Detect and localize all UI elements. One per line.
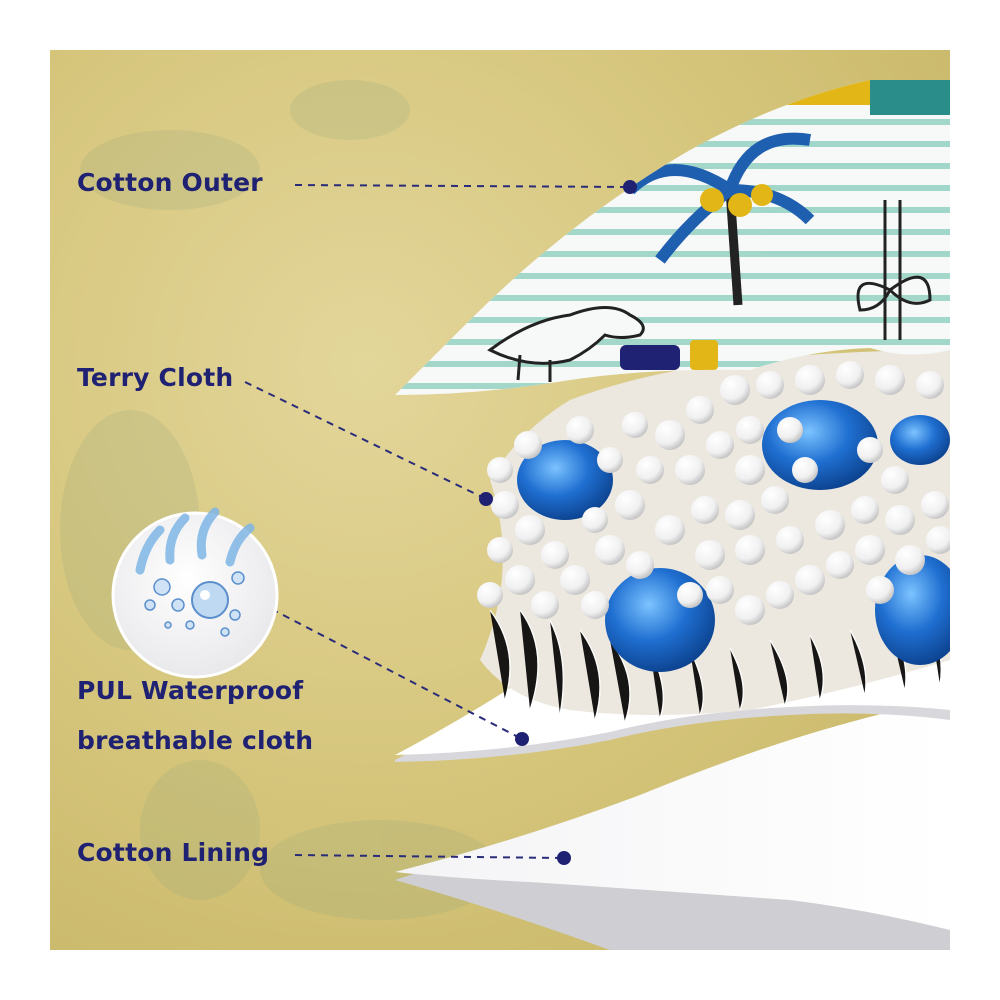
terry-cloth-marker [479,492,493,506]
product-illustration: Cotton Outer Terry Cloth PUL Waterproof … [50,50,950,950]
label-pul-line2: breathable cloth [77,726,314,755]
background-pattern [60,80,500,920]
dinosaur-print [487,306,645,382]
absorbent-gel [517,440,613,520]
label-cotton-outer: Cotton Outer [77,168,263,197]
label-pul-line1: PUL Waterproof [77,676,304,705]
cotton-lining-marker [557,851,571,865]
water-droplet-icon [111,507,279,679]
label-terry-cloth: Terry Cloth [77,363,234,392]
windmill-print [856,200,932,340]
absorbent-gel [890,415,950,465]
palm-tree-print [625,132,815,306]
terry-beads [477,361,950,625]
cotton-lining-layer [395,700,950,930]
layers-artwork [50,50,950,950]
leader-lines [244,184,629,859]
absorbent-gel [605,568,715,672]
cotton-outer-marker [623,180,637,194]
label-cotton-lining: Cotton Lining [77,838,270,867]
pul-marker [515,732,529,746]
absorbent-gel [875,555,950,665]
